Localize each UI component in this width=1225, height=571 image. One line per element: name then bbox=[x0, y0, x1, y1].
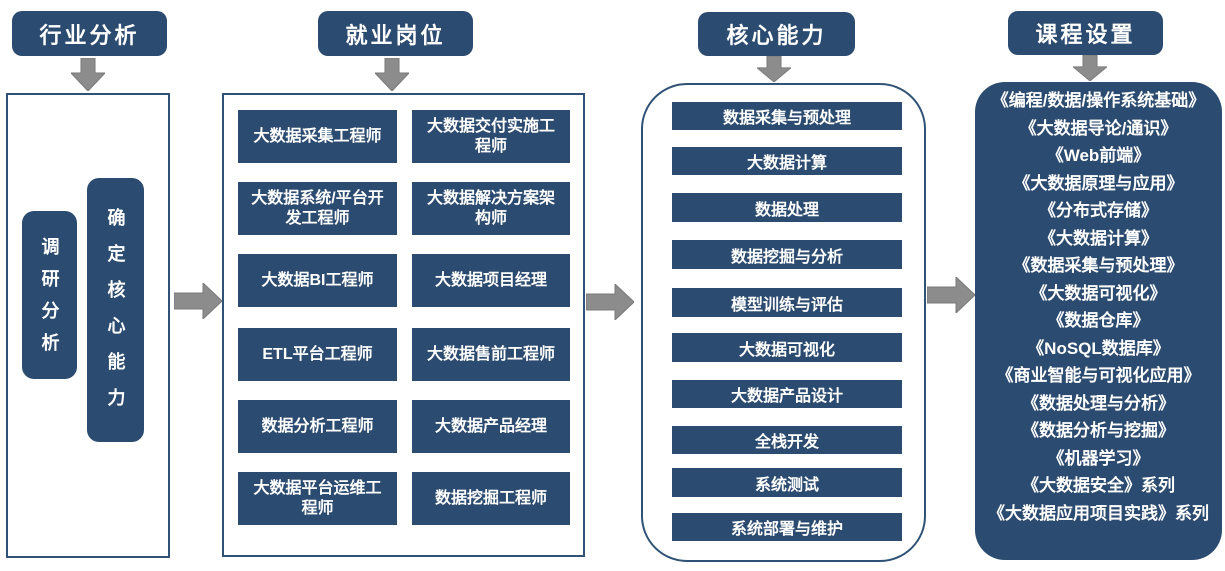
skill-item: 大数据计算 bbox=[672, 147, 902, 175]
courses-panel: 《编程/数据/操作系统基础》 《大数据导论/通识》 《Web前端》 《大数据原理… bbox=[975, 82, 1222, 560]
job-item: 大数据交付实施工程师 bbox=[412, 110, 570, 163]
stage-header-industry-analysis: 行业分析 bbox=[12, 11, 167, 56]
course-item: 《大数据应用项目实践》系列 bbox=[988, 503, 1209, 523]
stage-header-course-setup: 课程设置 bbox=[1008, 11, 1163, 55]
course-item: 《数据仓库》 bbox=[1047, 311, 1150, 330]
right-arrow-icon bbox=[174, 283, 222, 319]
course-item: 《大数据安全》系列 bbox=[1022, 476, 1175, 495]
course-item: 《数据采集与预处理》 bbox=[1013, 256, 1184, 275]
job-item: 大数据产品经理 bbox=[412, 400, 570, 453]
course-item: 《大数据可视化》 bbox=[1030, 283, 1167, 303]
course-item: 《编程/数据/操作系统基础》 bbox=[991, 91, 1206, 110]
course-item: 《数据分析与挖掘》 bbox=[1022, 421, 1175, 440]
job-item: 大数据售前工程师 bbox=[412, 328, 570, 381]
job-item: 大数据采集工程师 bbox=[238, 110, 397, 163]
skill-item: 大数据产品设计 bbox=[672, 380, 902, 408]
job-item: 大数据BI工程师 bbox=[238, 254, 397, 307]
course-item: 《大数据导论/通识》 bbox=[1019, 118, 1178, 138]
research-analysis-pill: 调研分析 bbox=[22, 211, 77, 379]
skill-item: 模型训练与评估 bbox=[672, 288, 902, 317]
down-arrow-icon bbox=[71, 58, 105, 91]
job-item: 数据挖掘工程师 bbox=[412, 472, 570, 525]
skill-item: 大数据可视化 bbox=[672, 333, 902, 362]
skill-item: 数据挖掘与分析 bbox=[672, 240, 902, 269]
course-item: 《商业智能与可视化应用》 bbox=[996, 366, 1201, 385]
job-item: ETL平台工程师 bbox=[238, 328, 397, 381]
course-item: 《分布式存储》 bbox=[1039, 201, 1158, 220]
course-item: 《大数据计算》 bbox=[1039, 228, 1158, 248]
course-item: 《机器学习》 bbox=[1047, 448, 1150, 468]
stage-header-core-skills: 核心能力 bbox=[698, 12, 855, 56]
course-item: 《数据处理与分析》 bbox=[1022, 393, 1175, 413]
job-item: 大数据项目经理 bbox=[412, 254, 570, 307]
skill-item: 系统测试 bbox=[672, 468, 902, 497]
down-arrow-icon bbox=[757, 56, 791, 82]
down-arrow-icon bbox=[1073, 55, 1107, 81]
define-core-ability-pill: 确定核心能力 bbox=[87, 178, 144, 442]
course-item: 《NoSQL数据库》 bbox=[1027, 338, 1170, 358]
right-arrow-icon bbox=[927, 277, 975, 313]
course-item: 《大数据原理与应用》 bbox=[1013, 173, 1184, 193]
job-item: 大数据系统/平台开发工程师 bbox=[238, 182, 397, 235]
skill-item: 数据采集与预处理 bbox=[672, 102, 902, 130]
skill-item: 全栈开发 bbox=[672, 426, 902, 454]
job-item: 数据分析工程师 bbox=[238, 400, 397, 453]
course-item: 《Web前端》 bbox=[1046, 146, 1151, 165]
job-item: 大数据解决方案架构师 bbox=[412, 182, 570, 235]
skill-item: 数据处理 bbox=[672, 193, 902, 222]
skill-item: 系统部署与维护 bbox=[672, 513, 902, 541]
stage-header-job-positions: 就业岗位 bbox=[318, 11, 473, 56]
job-item: 大数据平台运维工程师 bbox=[238, 472, 397, 525]
right-arrow-icon bbox=[586, 284, 634, 320]
down-arrow-icon bbox=[375, 58, 409, 91]
